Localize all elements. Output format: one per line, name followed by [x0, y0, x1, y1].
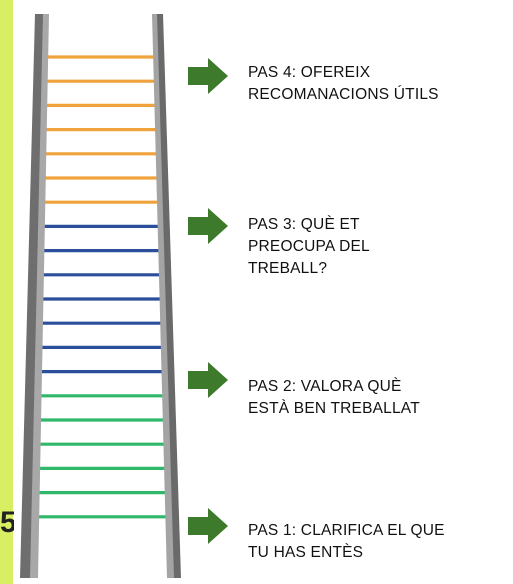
step-1-line-2: TU HAS ENTÈS: [248, 544, 364, 561]
step-2-line-2: ESTÀ BEN TREBALLAT: [248, 400, 420, 417]
arrow-right-icon: [188, 362, 228, 398]
ladder-rungs: [33, 55, 169, 519]
step-3-line-1: PAS 3: QUÈ ET: [248, 216, 360, 233]
side-glyph: 5: [0, 508, 14, 538]
step-3-line-3: TREBALL?: [248, 260, 328, 277]
step-1-label: PAS 1: CLARIFICA EL QUE TU HAS ENTÈS: [248, 520, 503, 564]
side-accent-bar: [0, 0, 13, 584]
step-1-line-1: PAS 1: CLARIFICA EL QUE: [248, 522, 445, 539]
step-4-label: PAS 4: OFEREIX RECOMANACIONS ÚTILS: [248, 62, 503, 106]
step-2-label: PAS 2: VALORA QUÈ ESTÀ BEN TREBALLAT: [248, 376, 503, 420]
arrow-right-icon: [188, 208, 228, 244]
ladder-left-rail: [20, 14, 49, 578]
step-4-line-1: PAS 4: OFEREIX: [248, 64, 371, 81]
step-3-label: PAS 3: QUÈ ET PREOCUPA DEL TREBALL?: [248, 214, 503, 280]
arrow-right-icon: [188, 508, 228, 544]
ladder-right-rail: [152, 14, 181, 578]
step-4-line-2: RECOMANACIONS ÚTILS: [248, 86, 439, 103]
step-2-line-1: PAS 2: VALORA QUÈ: [248, 378, 402, 395]
step-3-line-2: PREOCUPA DEL: [248, 238, 370, 255]
arrow-right-icon: [188, 58, 228, 94]
